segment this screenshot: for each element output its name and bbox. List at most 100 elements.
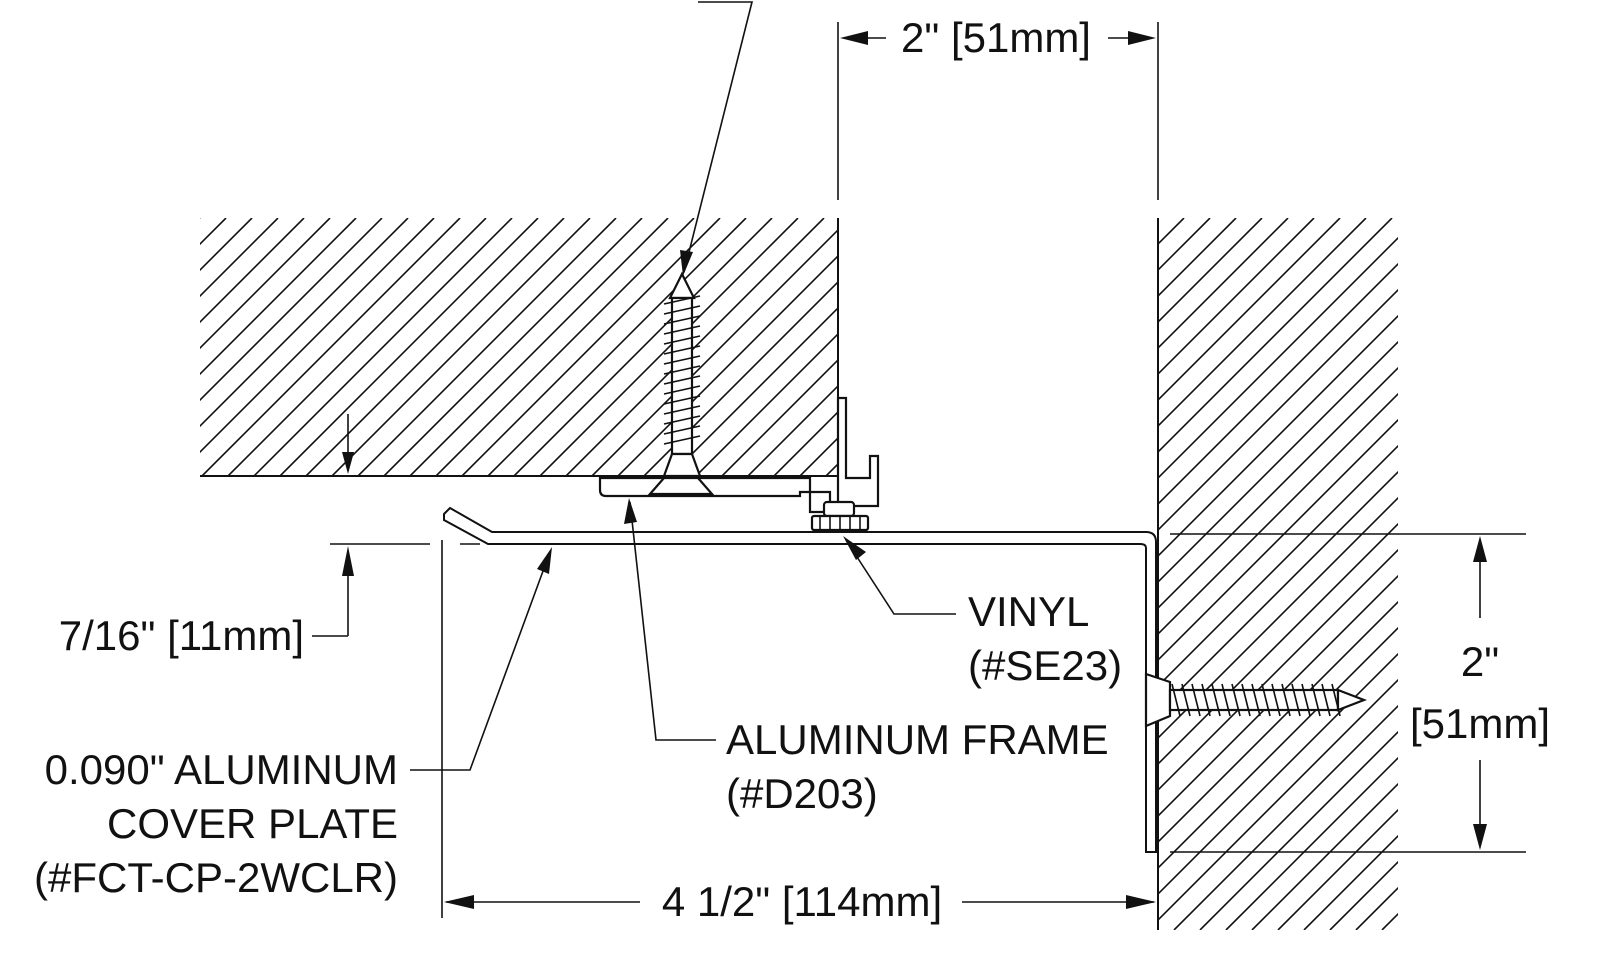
- vinyl-label-line1: VINYL: [968, 588, 1089, 635]
- hatch-line: [200, 218, 253, 476]
- hatch-line: [200, 218, 357, 476]
- cover-gap-dimension: 7/16" [11mm]: [59, 543, 480, 659]
- hatch-line: [1158, 218, 1237, 930]
- hatch-line: [1158, 218, 1398, 930]
- screw-thread: [1201, 683, 1211, 717]
- screw-thread: [663, 335, 701, 345]
- hatch-line: [200, 218, 201, 476]
- screw-thread: [663, 305, 701, 315]
- hatch-line: [305, 218, 565, 476]
- hatch-line: [1277, 218, 1398, 930]
- cover-plate-callout: 0.090" ALUMINUM COVER PLATE (#FCT-CP-2WC…: [34, 547, 552, 901]
- hatch-line: [1158, 218, 1393, 930]
- wall-depth-dimension: 2" [51mm]: [1170, 533, 1550, 853]
- screw-thread: [1241, 683, 1251, 717]
- hatch-line: [487, 218, 747, 476]
- hatch-line: [1251, 218, 1398, 930]
- hatch-line: [331, 218, 591, 476]
- hatch-line: [1158, 218, 1367, 930]
- hatch-line: [1158, 218, 1398, 930]
- hatch-line: [279, 218, 539, 476]
- screw-thread: [1251, 683, 1261, 717]
- hatch-line: [200, 218, 383, 476]
- hatch-line: [200, 218, 227, 476]
- hatch-line: [1158, 218, 1398, 930]
- frame-label-line1: ALUMINUM FRAME: [726, 716, 1109, 763]
- hatch-line: [357, 218, 617, 476]
- hatch-line: [1158, 218, 1398, 930]
- hatch-line: [1158, 218, 1398, 930]
- screw-thread: [1191, 683, 1201, 717]
- wall-substrate-hatch: [1157, 218, 1606, 930]
- screw-thread: [663, 365, 701, 375]
- screw-thread: [663, 425, 701, 435]
- hatch-line: [1158, 218, 1289, 930]
- hatch-line: [200, 218, 331, 476]
- hatch-line: [1225, 218, 1398, 930]
- hatch-line: [539, 218, 799, 476]
- ceiling-substrate-hatch: [200, 218, 1110, 477]
- cover-gap-label: 7/16" [11mm]: [59, 612, 304, 659]
- screw-thread: [1331, 683, 1341, 717]
- hatch-line: [1158, 218, 1398, 930]
- hatch-line: [1381, 218, 1398, 930]
- screw-thread: [663, 325, 701, 335]
- hatch-line: [1158, 218, 1315, 930]
- screw-thread: [1261, 683, 1271, 717]
- cover-plate-profile: [443, 506, 1157, 853]
- hatch-line: [435, 218, 695, 476]
- hatch-line: [669, 218, 838, 476]
- hatch-line: [617, 218, 838, 476]
- hatch-line: [1158, 218, 1398, 930]
- hatch-line: [695, 218, 838, 476]
- screw-thread: [663, 355, 701, 365]
- gap-dimension-label: 2" [51mm]: [901, 14, 1091, 61]
- hatch-line: [591, 218, 838, 476]
- hatch-line: [1158, 218, 1398, 930]
- hatch-line: [1158, 218, 1398, 930]
- hatch-line: [409, 218, 669, 476]
- vinyl-label-line2: (#SE23): [968, 642, 1122, 689]
- screw-thread: [663, 375, 701, 385]
- frame-callout: ALUMINUM FRAME (#D203): [624, 498, 1109, 817]
- hatch-line: [1158, 218, 1398, 930]
- screw-thread: [663, 345, 701, 355]
- aluminum-frame-profile: [598, 396, 880, 514]
- wall-anchor-screw-icon: [1144, 672, 1368, 728]
- screw-thread: [1281, 683, 1291, 717]
- overall-width-label: 4 1/2" [114mm]: [662, 878, 942, 925]
- ceiling-anchor-screw-icon: [662, 271, 702, 478]
- hatch-line: [1158, 218, 1398, 930]
- hatch-line: [200, 218, 435, 476]
- hatch-line: [1199, 218, 1398, 930]
- hatch-line: [1158, 218, 1398, 930]
- screw-thread: [1181, 683, 1191, 717]
- screw-thread: [663, 415, 701, 425]
- hatch-line: [1158, 218, 1211, 930]
- frame-label-line2: (#D203): [726, 770, 878, 817]
- screw-thread: [1171, 683, 1181, 717]
- hatch-line: [200, 218, 279, 476]
- gap-dimension: 2" [51mm]: [837, 14, 1159, 200]
- screw-anchor-callout: [680, 1, 754, 276]
- vinyl-callout: VINYL (#SE23): [843, 536, 1122, 689]
- screw-thread: [1211, 683, 1221, 717]
- hatch-line: [852, 218, 1110, 476]
- hatch-line: [227, 218, 487, 476]
- cover-plate-label-line2: COVER PLATE: [107, 800, 398, 847]
- screw-thread: [1231, 683, 1241, 717]
- overall-width-dimension: 4 1/2" [114mm]: [441, 540, 1159, 930]
- hatch-line: [825, 218, 838, 476]
- hatch-line: [1408, 218, 1606, 930]
- hatch-line: [1355, 218, 1398, 930]
- hatch-line: [1158, 218, 1398, 930]
- screw-thread: [1301, 683, 1311, 717]
- screw-thread: [663, 385, 701, 395]
- hatch-line: [200, 218, 305, 476]
- screw-thread: [663, 405, 701, 415]
- vinyl-seal: [810, 500, 870, 532]
- screw-thread: [663, 395, 701, 405]
- hatch-line: [773, 218, 838, 476]
- wall-depth-label-line1: 2": [1461, 638, 1499, 685]
- hatch-line: [721, 218, 838, 476]
